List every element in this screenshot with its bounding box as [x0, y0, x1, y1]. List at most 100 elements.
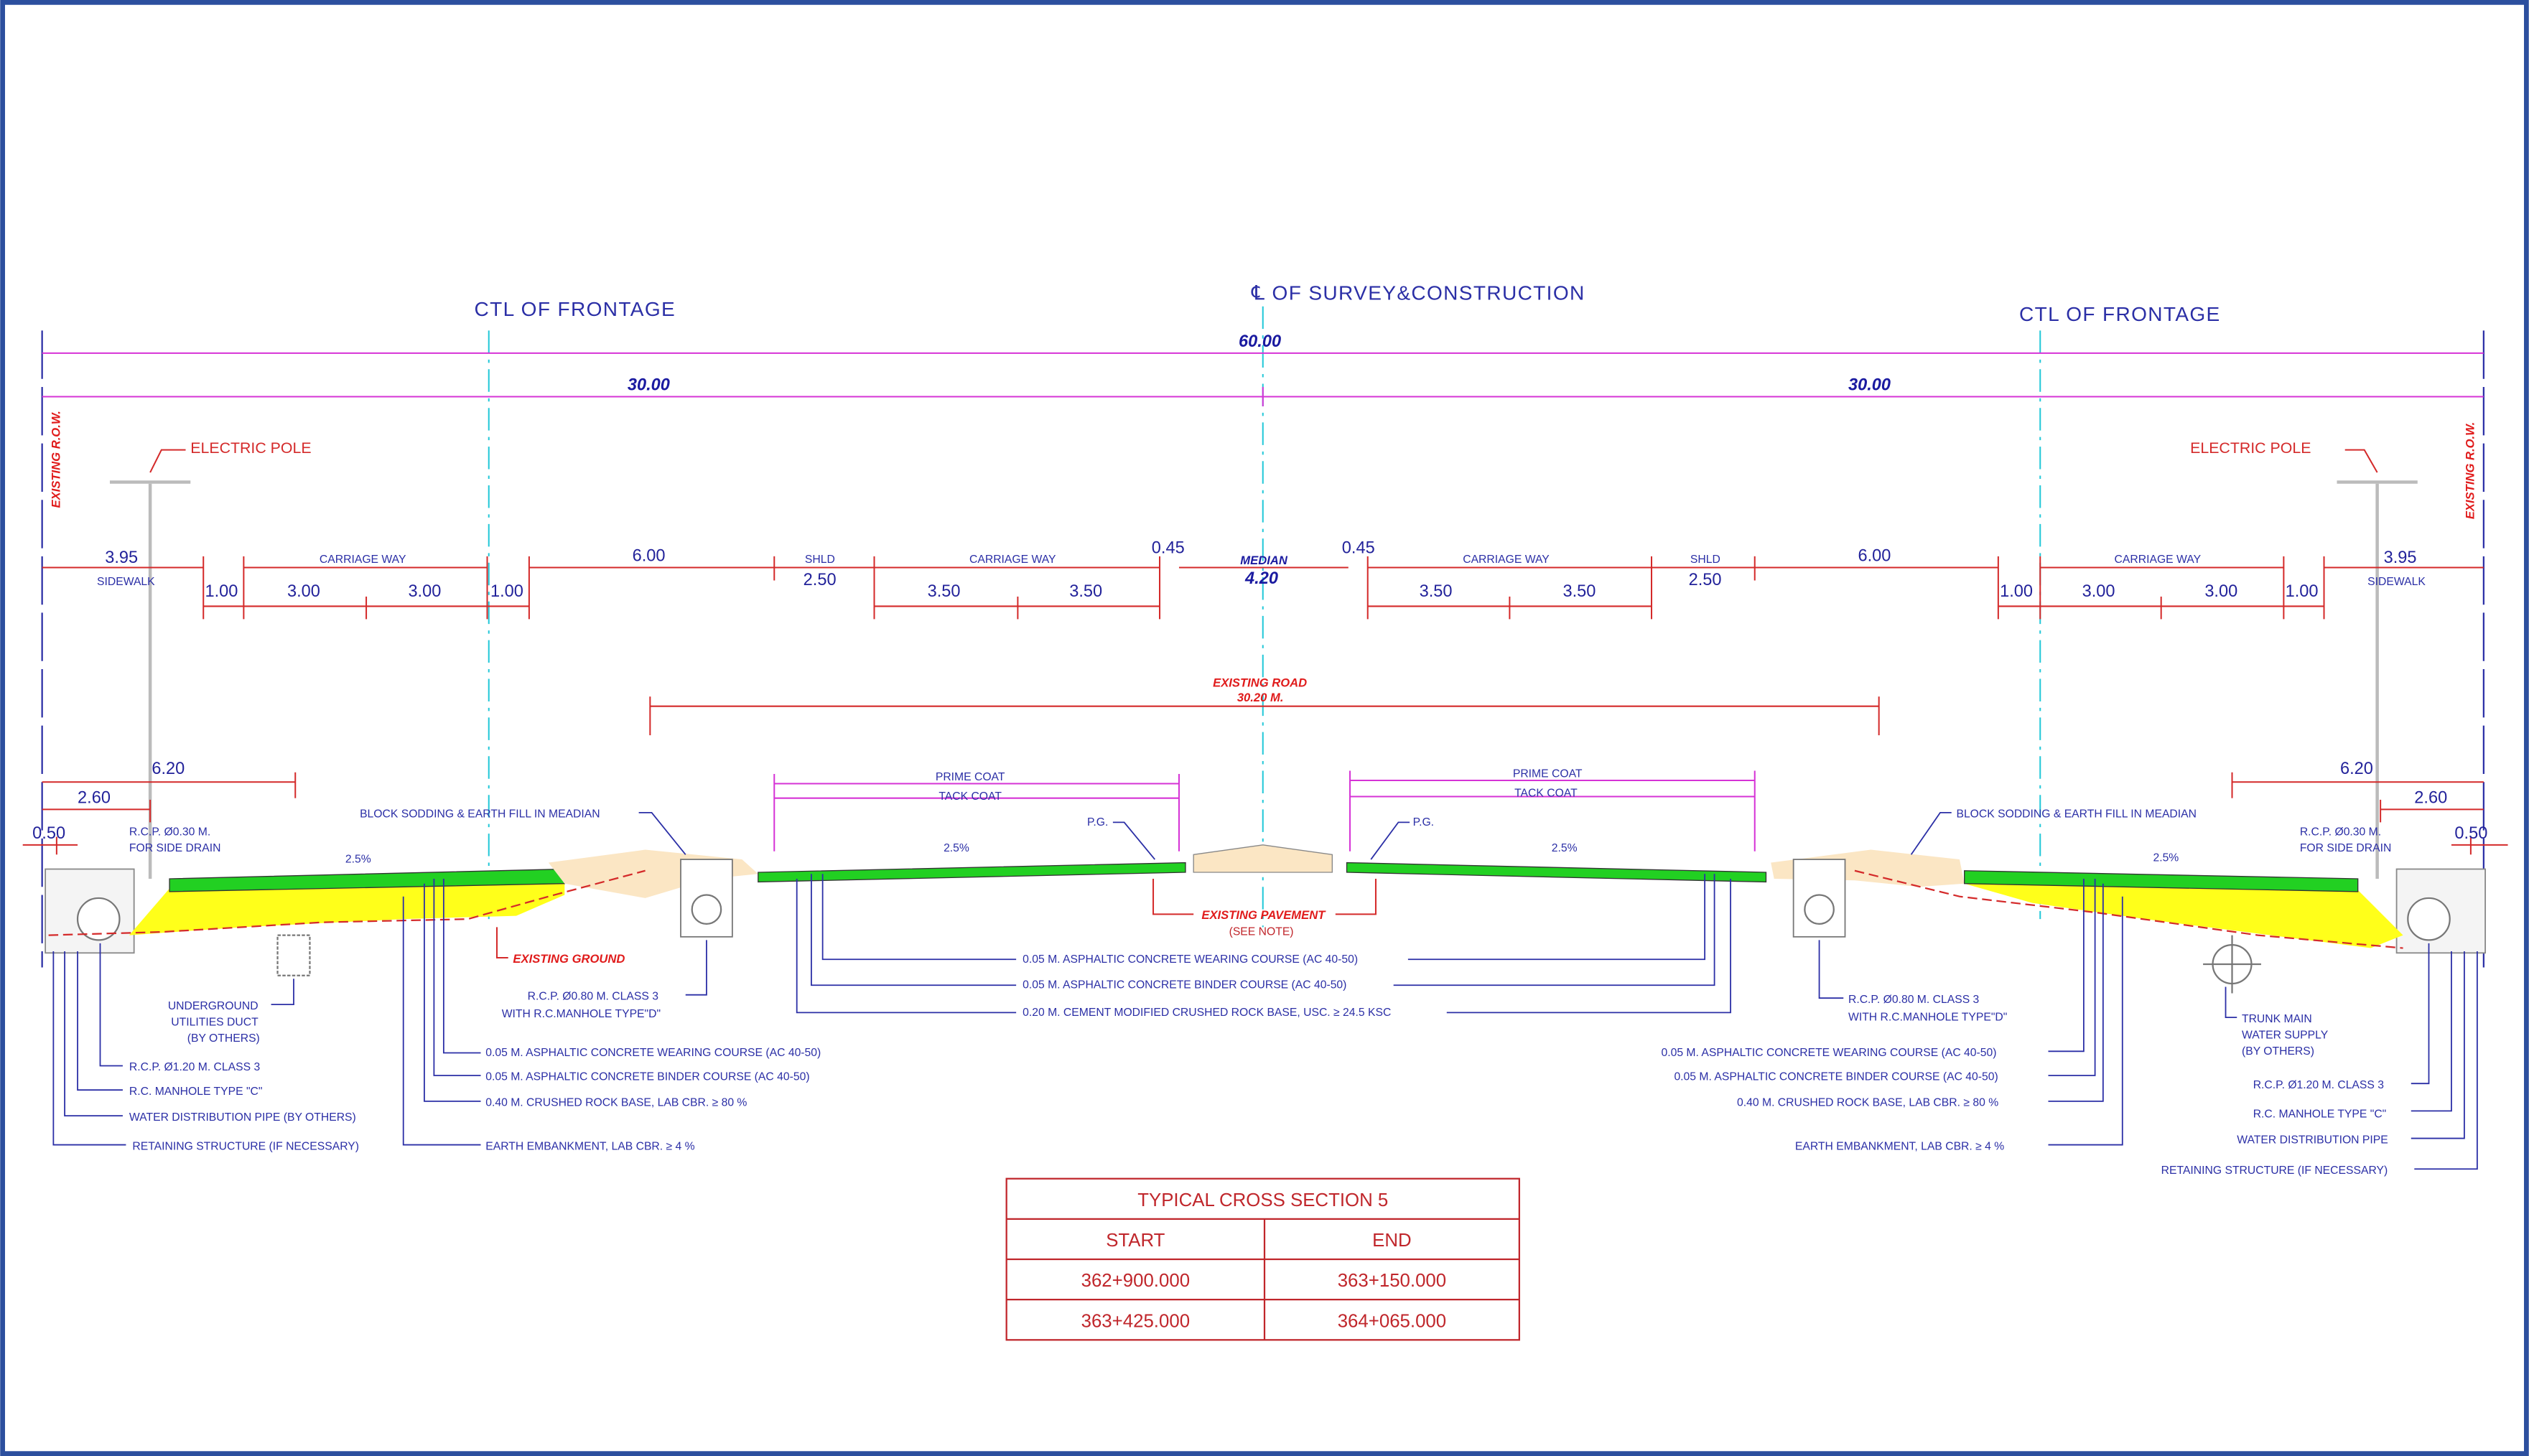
coat-dims: [773, 770, 1756, 851]
retaining-right: RETAINING STRUCTURE (IF NECESSARY): [2161, 1165, 2388, 1177]
rcp120-left: R.C.P. Ø1.20 M. CLASS 3: [129, 1061, 261, 1073]
block-sodding-right: BLOCK SODDING & EARTH FILL IN MEADIAN: [1956, 808, 2197, 821]
dim-half-left: 30.00: [628, 375, 670, 393]
table-cell: 363+150.000: [1338, 1271, 1446, 1291]
manhole-c-left: R.C. MANHOLE TYPE "C": [129, 1086, 263, 1098]
sidewalk-right-label: SIDEWALK: [2367, 576, 2426, 588]
existing-road-label: EXISTING ROAD: [1213, 676, 1307, 690]
dim-2-60-right: 2.60: [2414, 788, 2447, 806]
existing-ground-label: EXISTING GROUND: [513, 952, 625, 966]
dim-1-00: 1.00: [2000, 582, 2033, 600]
wearing-right: 0.05 M. ASPHALTIC CONCRETE WEARING COURS…: [1661, 1047, 1996, 1059]
electric-pole-right-label: ELECTRIC POLE: [2190, 439, 2311, 457]
carriage-way-label: CARRIAGE WAY: [1463, 554, 1550, 566]
slope-left-outer: 2.5%: [345, 854, 371, 866]
dim-median-offset-left: 0.45: [1152, 538, 1185, 556]
rcp030-right: R.C.P. Ø0.30 M.: [2300, 826, 2381, 838]
dim-3-50: 3.50: [1562, 582, 1596, 600]
dim-1-00: 1.00: [2286, 582, 2319, 600]
median-label: MEDIAN: [1240, 554, 1288, 567]
dim-3-50: 3.50: [928, 582, 961, 600]
water-pipe-right: WATER DISTRIBUTION PIPE: [2237, 1134, 2388, 1146]
dim-median: 4.20: [1244, 569, 1278, 587]
table-title: TYPICAL CROSS SECTION 5: [1137, 1190, 1388, 1210]
binder-left: 0.05 M. ASPHALTIC CONCRETE BINDER COURSE…: [485, 1071, 809, 1083]
slope-right-outer: 2.5%: [2153, 851, 2179, 864]
electric-pole-left-label: ELECTRIC POLE: [190, 439, 311, 457]
table-cell: 362+900.000: [1081, 1271, 1190, 1291]
centerlines: [488, 306, 2041, 928]
duct-label-3: (BY OTHERS): [187, 1032, 260, 1045]
dim-3-00: 3.00: [287, 582, 320, 600]
manhole-d-left: WITH R.C.MANHOLE TYPE"D": [502, 1008, 661, 1020]
binder-center: 0.05 M. ASPHALTIC CONCRETE BINDER COURSE…: [1023, 979, 1346, 991]
table-header-end: END: [1372, 1231, 1412, 1251]
duct-label-1: UNDERGROUND: [168, 1000, 259, 1012]
overall-dimensions: [42, 352, 2484, 406]
manhole-c-right: R.C. MANHOLE TYPE "C": [2253, 1108, 2387, 1120]
offset-dims: [22, 772, 2508, 855]
trunk-label-1: TRUNK MAIN: [2242, 1013, 2312, 1025]
rcp120-right: R.C.P. Ø1.20 M. CLASS 3: [2253, 1079, 2385, 1091]
dim-3-00: 3.00: [2204, 582, 2237, 600]
side-drain-right: FOR SIDE DRAIN: [2300, 842, 2392, 854]
dim-0-50-right: 0.50: [2454, 823, 2487, 842]
dim-half-right: 30.00: [1848, 375, 1891, 393]
carriage-way-label: CARRIAGE WAY: [969, 554, 1056, 566]
pg-right: P.G.: [1413, 816, 1434, 829]
leaders-left: [52, 874, 1731, 1146]
water-pipe-left: WATER DISTRIBUTION PIPE (BY OTHERS): [129, 1111, 356, 1124]
duct-label-2: UTILITIES DUCT: [171, 1016, 259, 1028]
tack-coat-right: TACK COAT: [1514, 787, 1578, 799]
table-cell: 363+425.000: [1081, 1311, 1190, 1331]
dim-0-50-left: 0.50: [32, 823, 65, 842]
sidewalk-left-label: SIDEWALK: [97, 576, 155, 588]
dim-2-60-left: 2.60: [78, 788, 111, 806]
dim-frontage-right: 6.00: [1858, 546, 1891, 565]
dim-shld-left: 2.50: [804, 570, 837, 589]
trunk-label-2: WATER SUPPLY: [2242, 1029, 2329, 1041]
shld-left-label: SHLD: [805, 554, 835, 566]
slope-left-inner: 2.5%: [944, 842, 969, 854]
retaining-left: RETAINING STRUCTURE (IF NECESSARY): [132, 1140, 359, 1152]
slope-right-inner: 2.5%: [1552, 842, 1578, 854]
dim-frontage-left: 6.00: [633, 546, 666, 565]
dim-1-00: 1.00: [490, 582, 523, 600]
dim-3-00: 3.00: [2082, 582, 2115, 600]
shld-right-label: SHLD: [1690, 554, 1720, 566]
existing-pavement-label: EXISTING PAVEMENT: [1201, 908, 1326, 922]
table-header-start: START: [1106, 1231, 1165, 1251]
rcp080-right: R.C.P. Ø0.80 M. CLASS 3: [1848, 994, 1980, 1006]
dim-3-00: 3.00: [408, 582, 441, 600]
dim-3-50: 3.50: [1420, 582, 1453, 600]
existing-row-right: EXISTING R.O.W.: [2463, 422, 2477, 519]
embankment-left: EARTH EMBANKMENT, LAB CBR. ≥ 4 %: [485, 1140, 694, 1152]
leaders-right: [2048, 878, 2478, 1170]
embankment-right: EARTH EMBANKMENT, LAB CBR. ≥ 4 %: [1795, 1140, 2004, 1152]
wearing-left: 0.05 M. ASPHALTIC CONCRETE WEARING COURS…: [485, 1047, 821, 1059]
road-section: [45, 844, 2487, 994]
carriage-way-label: CARRIAGE WAY: [2115, 554, 2202, 566]
centerline-title: ℄ OF SURVEY&CONSTRUCTION: [1251, 282, 1585, 304]
table-cell: 364+065.000: [1338, 1311, 1446, 1331]
ctl-frontage-left: CTL OF FRONTAGE: [475, 298, 676, 320]
existing-road-width: 30.20 M.: [1237, 691, 1284, 704]
wearing-center: 0.05 M. ASPHALTIC CONCRETE WEARING COURS…: [1023, 953, 1358, 966]
rcp080-left: R.C.P. Ø0.80 M. CLASS 3: [528, 990, 659, 1002]
carriage-way-label: CARRIAGE WAY: [320, 554, 406, 566]
rcp030-left: R.C.P. Ø0.30 M.: [129, 826, 210, 838]
prime-coat-left: PRIME COAT: [936, 771, 1005, 783]
cement-base-center: 0.20 M. CEMENT MODIFIED CRUSHED ROCK BAS…: [1023, 1007, 1391, 1019]
dim-shld-right: 2.50: [1689, 570, 1722, 589]
ctl-frontage-right: CTL OF FRONTAGE: [2019, 303, 2221, 325]
trunk-label-3: (BY OTHERS): [2242, 1045, 2314, 1058]
crushed-right: 0.40 M. CRUSHED ROCK BASE, LAB CBR. ≥ 80…: [1737, 1097, 1998, 1109]
pg-left: P.G.: [1087, 816, 1108, 829]
dim-6-20-right: 6.20: [2340, 759, 2373, 778]
dim-sidewalk-left: 3.95: [105, 548, 138, 566]
dim-sidewalk-right: 3.95: [2384, 548, 2417, 566]
crushed-left: 0.40 M. CRUSHED ROCK BASE, LAB CBR. ≥ 80…: [485, 1097, 747, 1109]
component-dim-lines: [42, 556, 2484, 620]
